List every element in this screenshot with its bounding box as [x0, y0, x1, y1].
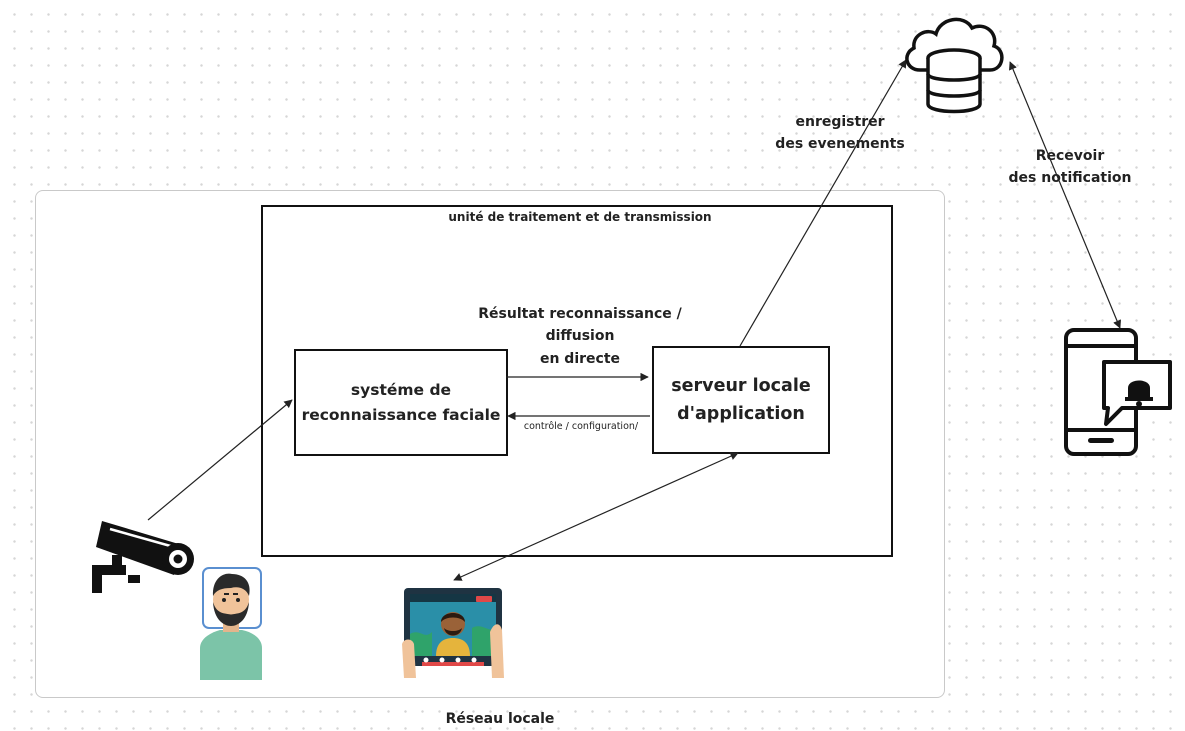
- server-to-tablet-arrow: [453, 452, 739, 581]
- cloud-to-phone-arrow: [1009, 61, 1121, 329]
- server-to-cloud-arrow: [739, 59, 907, 347]
- cloud-database-icon: [905, 17, 1004, 114]
- camera-to-face-arrow: [147, 399, 293, 521]
- control-label: contrôle / configuration/: [523, 421, 639, 432]
- local-server-box: serveur locale d'application: [652, 346, 830, 454]
- face-recognition-box: systéme de reconnaissance faciale: [294, 349, 508, 456]
- security-camera-icon: [92, 521, 194, 593]
- person-face-icon: [200, 567, 262, 680]
- processing-unit-title: unité de traitement et de transmission: [448, 210, 712, 224]
- phone-notification-icon: [1064, 328, 1172, 456]
- local-network-label: Réseau locale: [445, 711, 555, 727]
- record-events-label: enregistrer des evenements: [775, 114, 905, 152]
- tablet-live-stream-icon: [402, 588, 504, 678]
- result-label: Résultat reconnaissance / diffusion en d…: [478, 306, 682, 367]
